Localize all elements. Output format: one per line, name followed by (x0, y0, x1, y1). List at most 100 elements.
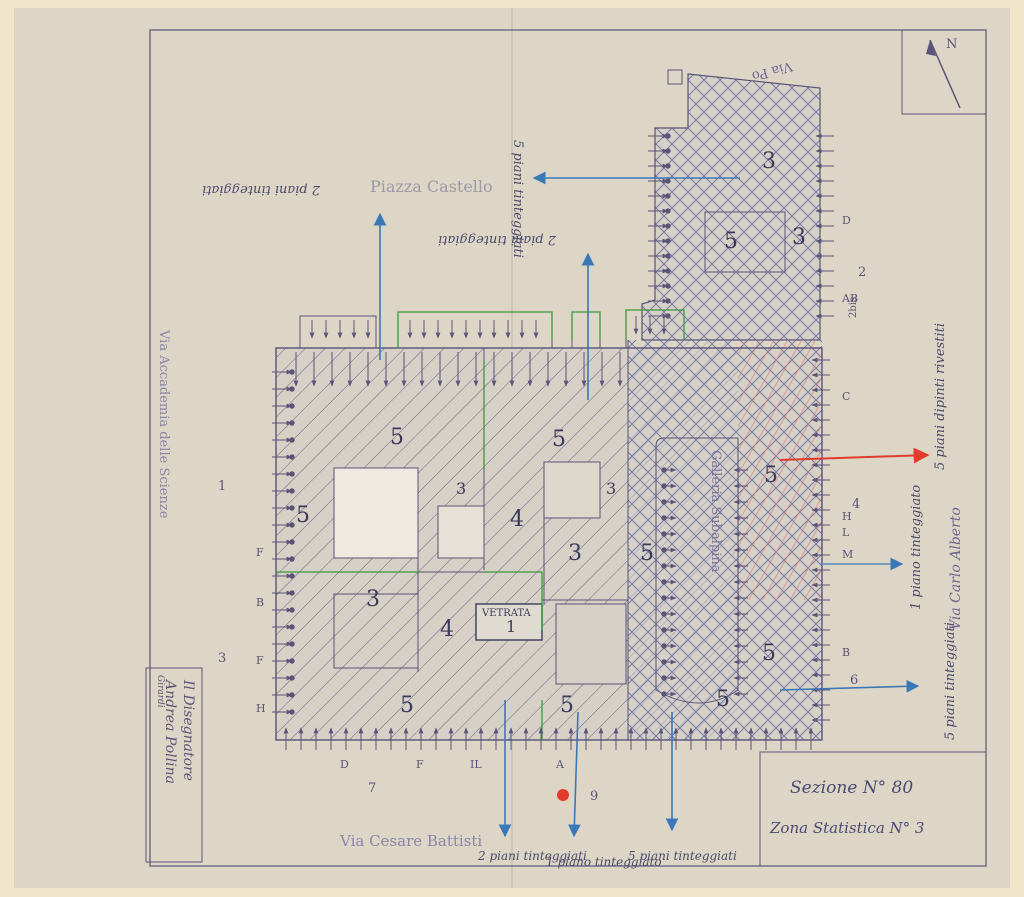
main-block-outline (275, 347, 823, 741)
compass-box (901, 29, 987, 115)
street-via-cesare-battisti: Via Cesare Battisti (339, 832, 482, 850)
north-sub-code: 2bis (848, 297, 859, 318)
arrow-east-lower (779, 679, 920, 693)
red-dot-marker (557, 789, 569, 801)
tick-dot (289, 522, 295, 528)
annotation-east-lower: 5 piani tinteggiati (943, 622, 958, 740)
courtyard-small (437, 505, 485, 559)
annotation-east-red: 5 piani dipinti rivestiti (933, 323, 948, 470)
arrow-south-2 (567, 711, 581, 838)
tick-dot (289, 590, 295, 596)
compass-needle (929, 39, 961, 109)
annotation-north-right: 5 piani tinteggiati (510, 140, 525, 258)
floor-count: 5 (552, 427, 566, 452)
green-boundary-internal (276, 360, 543, 740)
west-code: B (256, 596, 264, 609)
tick-dot (289, 471, 295, 477)
tick-dot (289, 573, 295, 579)
side-codes: F B F H D F IL A D AB C M L H B 2 4 6 7 … (218, 214, 866, 804)
annotation-south-2: 1 piano tinteggiato (546, 855, 662, 869)
annotation-east-blue: 1 piano tinteggiato (909, 485, 924, 610)
tick-dot (661, 467, 667, 473)
northeast-court (704, 211, 786, 273)
annotations: 2 piani tinteggiati 2 piani tinteggiati … (202, 140, 958, 869)
tick-dot (661, 691, 667, 697)
south-code: F (416, 758, 424, 771)
south-code: IL (470, 758, 482, 771)
floor-count: 5 (724, 229, 738, 254)
south-code: D (340, 758, 349, 771)
tick-dot (289, 420, 295, 426)
floor-count: 5 (716, 687, 730, 712)
tick-dot (661, 643, 667, 649)
tick-dot (661, 659, 667, 665)
floor-count: 5 (762, 641, 776, 666)
courtyard-west (333, 467, 419, 559)
tick-dot (661, 515, 667, 521)
west-code: F (256, 546, 264, 559)
tick-dot (289, 658, 295, 664)
tick-dot (289, 488, 295, 494)
west-fraction: 3 (218, 651, 226, 666)
blue-hatch-zone (628, 340, 738, 740)
courtyard-middle (543, 461, 601, 519)
tick-dot (661, 579, 667, 585)
tick-dot (289, 641, 295, 647)
tick-dot (289, 675, 295, 681)
perimeter-ticks (272, 133, 834, 750)
green-boundary-north (397, 309, 685, 348)
tick-dot (289, 403, 295, 409)
tick-dot (661, 595, 667, 601)
east-code: C (842, 390, 850, 403)
floor-count: 5 (296, 503, 310, 528)
street-via-accademia: Via Accademia delle Scienze (156, 329, 171, 519)
tick-dot (661, 675, 667, 681)
north-arrow-icon (926, 40, 936, 56)
west-code: F (256, 654, 264, 667)
tick-dot (661, 483, 667, 489)
east-number: 2 (858, 265, 866, 280)
floor-counts: 5 3 4 3 5 3 1 4 5 5 5 5 5 5 3 3 3 5 5 (296, 149, 806, 718)
floor-count: 4 (440, 617, 454, 642)
corner-marker (667, 69, 683, 85)
tick-dot (289, 692, 295, 698)
title-block (759, 751, 987, 867)
street-piazza-castello: Piazza Castello (370, 177, 493, 196)
east-code: B (842, 646, 850, 659)
tick-dot (289, 607, 295, 613)
compass-letter: N (946, 37, 957, 52)
tick-dot (661, 611, 667, 617)
floor-count: 1 (506, 617, 516, 636)
floor-count: 4 (510, 507, 524, 532)
floor-count: 5 (400, 693, 414, 718)
tick-dot (665, 148, 671, 154)
tick-dot (665, 268, 671, 274)
sheet-frame (149, 29, 987, 867)
tick-dot (665, 223, 671, 229)
street-via-carlo-alberto: Via Carlo Alberto (948, 507, 964, 630)
arrow-east-red (779, 447, 930, 464)
floor-count: 3 (792, 225, 806, 250)
tick-dot (289, 386, 295, 392)
annotation-south-1: 2 piani tinteggiati (477, 849, 587, 863)
annotation-north-mid: 2 piani tinteggiati (438, 232, 557, 247)
south-number: 9 (590, 789, 598, 804)
tick-dot (665, 208, 671, 214)
tick-dot (289, 709, 295, 715)
east-number: 4 (852, 497, 860, 512)
red-hatch-zone (738, 340, 822, 600)
floor-count: 3 (456, 479, 466, 498)
tick-dot (289, 454, 295, 460)
tick-dot (661, 563, 667, 569)
tick-dot (289, 624, 295, 630)
tick-dot (665, 283, 671, 289)
east-number: 6 (850, 673, 858, 688)
tick-dot (665, 178, 671, 184)
east-code: L (842, 526, 850, 539)
author-name: Andrea Pollina (162, 678, 178, 784)
east-code: M (842, 548, 853, 561)
annotation-north-left: 2 piani tinteggiati (202, 182, 321, 197)
tick-dot (661, 531, 667, 537)
skylight-label: VETRATA (481, 608, 532, 619)
